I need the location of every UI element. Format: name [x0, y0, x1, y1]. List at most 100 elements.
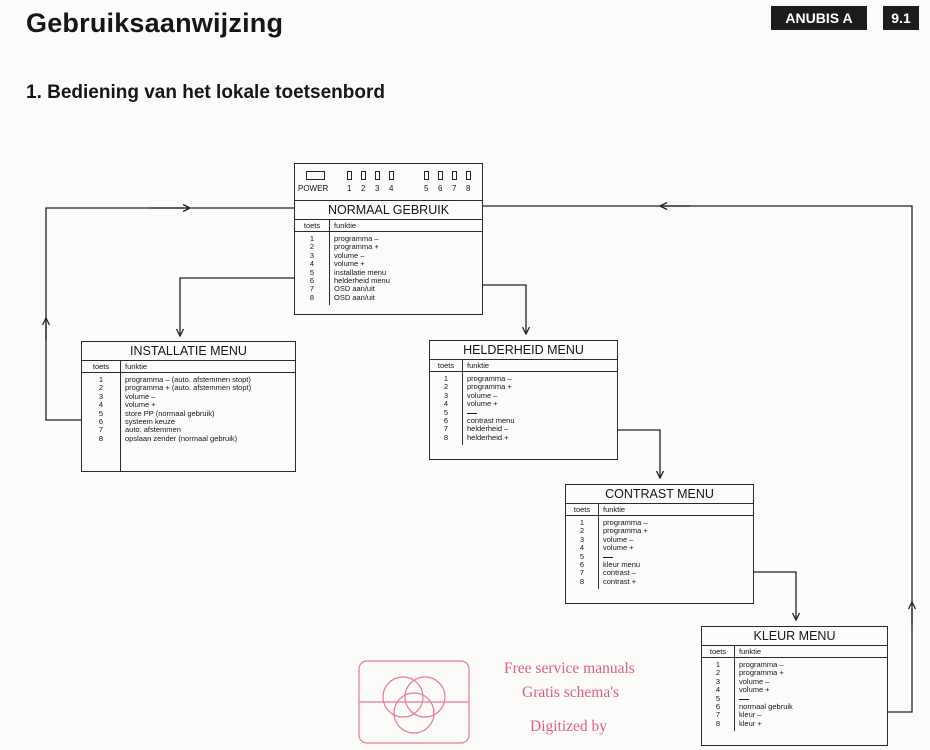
menu-column-header: toets funktie: [566, 504, 753, 516]
menu-title: CONTRAST MENU: [566, 485, 753, 504]
key-number: 1: [309, 234, 315, 243]
function-text: contrast –: [603, 568, 636, 578]
menu-title: NORMAAL GEBRUIK: [295, 201, 482, 220]
key-number: 6: [443, 415, 449, 425]
key-number: 8: [579, 576, 585, 586]
watermark-line-1: Free service manuals: [504, 660, 635, 677]
key-number: 3: [443, 390, 449, 400]
menu-helderheid: HELDERHEID MENU toets funktie 1 2 3 4 5 …: [429, 340, 618, 460]
key-number: 7: [443, 424, 449, 434]
key-number: 5: [715, 693, 721, 703]
key-label-1: 1: [347, 184, 352, 193]
function-text: programma –: [603, 518, 648, 527]
key-number: 1: [715, 660, 721, 669]
key-label-7: 7: [452, 184, 457, 193]
function-text: OSD aan/uit: [334, 292, 375, 302]
function-text: [467, 409, 515, 417]
key-number: 4: [309, 259, 315, 269]
key-led-6: [438, 171, 443, 180]
power-button: [306, 171, 325, 180]
menu-title: HELDERHEID MENU: [430, 341, 617, 360]
key-label-3: 3: [375, 184, 380, 193]
connector-contrast-kleur: [753, 571, 796, 620]
function-text: installatie menu: [334, 267, 387, 277]
menu-contrast: CONTRAST MENU toets funktie 1 2 3 4 5 6 …: [565, 484, 754, 604]
connector-installatie-return: [45, 322, 82, 421]
key-number: 2: [579, 526, 585, 536]
function-text: programma +: [334, 242, 379, 252]
function-text: volume +: [334, 259, 365, 269]
function-column-label: funktie: [125, 362, 148, 371]
function-text: programma +: [603, 526, 648, 536]
function-text: programma –: [334, 234, 379, 243]
key-number: 4: [98, 400, 104, 410]
key-column-label: toets: [295, 220, 330, 231]
menu-column-header: toets funktie: [702, 646, 887, 658]
key-number: 4: [579, 543, 585, 553]
menu-title: INSTALLATIE MENU: [82, 342, 295, 361]
key-number: 2: [309, 242, 315, 252]
key-number: 8: [309, 292, 315, 302]
connector-normaal-helderheid: [482, 284, 526, 334]
function-text: programma –: [739, 660, 784, 669]
function-text: kleur menu: [603, 559, 641, 569]
key-number: 3: [715, 676, 721, 686]
connector-right-top: [482, 205, 913, 604]
menu-column-header: toets funktie: [430, 360, 617, 372]
function-text: contrast menu: [467, 415, 515, 425]
key-number: 6: [98, 416, 104, 426]
menu-installatie: INSTALLATIE MENU toets funktie 1 2 3 4 5…: [81, 341, 296, 472]
key-number: 5: [98, 408, 104, 418]
connector-normaal-installatie: [180, 277, 295, 336]
function-column-label: funktie: [603, 505, 626, 514]
dash-mark: [603, 556, 613, 558]
key-led-3: [375, 171, 380, 180]
function-text: volume –: [467, 390, 498, 400]
connector-left-top: [45, 207, 295, 320]
function-text: volume +: [467, 399, 498, 409]
key-number: 6: [579, 559, 585, 569]
key-column-label: toets: [566, 504, 599, 515]
key-number: 6: [715, 701, 721, 711]
function-text: volume +: [739, 685, 770, 695]
key-number: 6: [309, 275, 315, 285]
model-badge: ANUBIS A: [771, 6, 867, 30]
watermark-line-2: Gratis schema's: [522, 684, 620, 701]
key-label-6: 6: [438, 184, 443, 193]
connector-kleur-normaal: [887, 608, 913, 713]
watermark-logo-icon: [358, 660, 470, 744]
menu-normaal-gebruik: POWER 1 2 3 4 5 6 7 8 NORMAAL GEBRUIK to…: [294, 163, 483, 315]
key-number: 2: [715, 668, 721, 678]
function-text: volume +: [603, 543, 634, 553]
function-text: helderheid –: [467, 424, 509, 434]
menu-kleur: KLEUR MENU toets funktie 1 2 3 4 5 6 7 8…: [701, 626, 888, 746]
function-text: [603, 553, 648, 561]
key-number: 7: [715, 710, 721, 720]
function-text: kleur –: [739, 710, 762, 720]
key-number: 4: [443, 399, 449, 409]
key-led-1: [347, 171, 352, 180]
function-text: volume –: [603, 534, 634, 544]
menu-rows: 1 2 3 4 5 6 7 8 programma – (auto. afste…: [82, 373, 295, 471]
menu-rows: 1 2 3 4 5 6 7 8 programma – programma + …: [430, 372, 617, 446]
section-title: 1. Bediening van het lokale toetsenbord: [26, 82, 385, 103]
key-number: 1: [579, 518, 585, 527]
key-number: 5: [579, 551, 585, 561]
key-column-label: toets: [430, 360, 463, 371]
key-number: 3: [309, 250, 315, 260]
function-text: OSD aan/uit: [334, 284, 375, 294]
page-number-badge: 9.1: [883, 6, 919, 30]
function-text: systeem keuze: [125, 416, 176, 426]
function-text: programma –: [467, 374, 512, 383]
key-column-label: toets: [702, 646, 735, 657]
function-text: programma + (auto. afstemmen stopt): [125, 383, 252, 393]
connector-helderheid-contrast: [617, 429, 660, 478]
menu-rows: 1 2 3 4 5 6 7 8 programma – programma + …: [295, 232, 482, 306]
function-column-label: funktie: [739, 647, 762, 656]
function-text: volume –: [125, 391, 156, 401]
function-column-label: funktie: [334, 221, 357, 230]
key-number: 8: [715, 718, 721, 728]
key-number: 8: [98, 433, 104, 443]
key-led-8: [466, 171, 471, 180]
